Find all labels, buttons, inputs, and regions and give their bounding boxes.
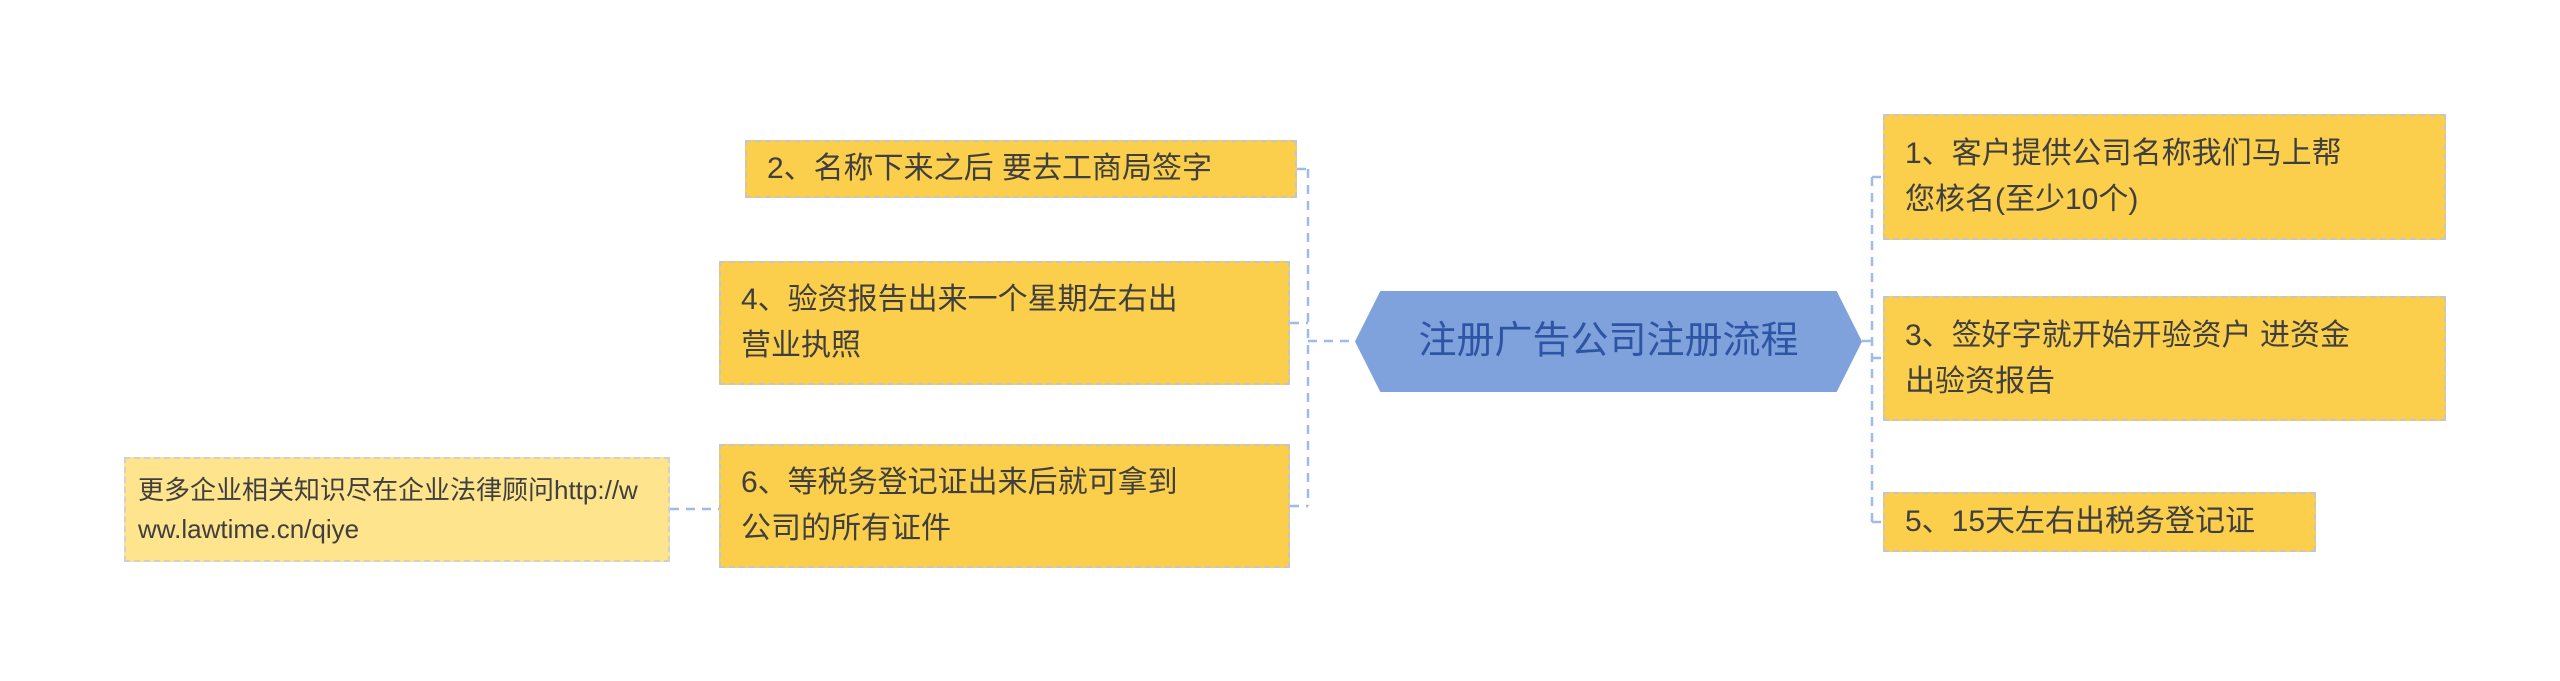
central-topic-label: 注册广告公司注册流程 bbox=[1418, 319, 1799, 362]
watermark-note: 更多企业相关知识尽在企业法律顾问http://w ww.lawtime.cn/q… bbox=[124, 457, 670, 562]
node-step3: 3、签好字就开始开验资户 进资金 出验资报告 bbox=[1883, 296, 2446, 421]
watermark-note-label: 更多企业相关知识尽在企业法律顾问http://w ww.lawtime.cn/q… bbox=[138, 474, 638, 544]
central-topic: 注册广告公司注册流程 bbox=[1355, 291, 1862, 392]
node-step2-label: 2、名称下来之后 要去工商局签字 bbox=[767, 152, 1213, 186]
node-step3-label: 3、签好字就开始开验资户 进资金 出验资报告 bbox=[1905, 318, 2351, 398]
node-step1: 1、客户提供公司名称我们马上帮 您核名(至少10个) bbox=[1883, 114, 2446, 240]
node-step6: 6、等税务登记证出来后就可拿到 公司的所有证件 bbox=[719, 444, 1290, 568]
node-step4: 4、验资报告出来一个星期左右出 营业执照 bbox=[719, 261, 1290, 385]
node-step4-label: 4、验资报告出来一个星期左右出 营业执照 bbox=[741, 283, 1178, 362]
node-step5: 5、15天左右出税务登记证 bbox=[1883, 492, 2316, 552]
node-step5-label: 5、15天左右出税务登记证 bbox=[1905, 505, 2256, 539]
node-step2: 2、名称下来之后 要去工商局签字 bbox=[745, 140, 1297, 198]
node-step1-label: 1、客户提供公司名称我们马上帮 您核名(至少10个) bbox=[1905, 137, 2342, 216]
node-step6-label: 6、等税务登记证出来后就可拿到 公司的所有证件 bbox=[741, 466, 1178, 545]
